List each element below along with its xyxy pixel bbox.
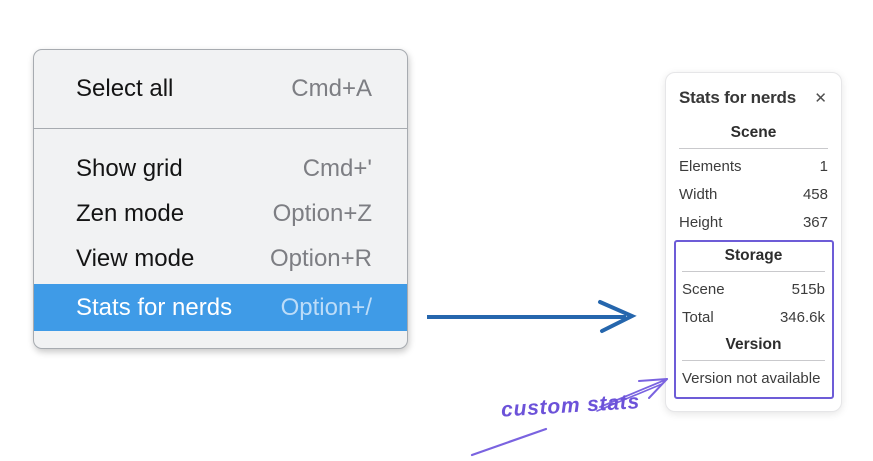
stats-panel-header: Stats for nerds ✕	[679, 86, 828, 110]
menu-item-shortcut: Option+Z	[272, 199, 372, 227]
menu-section-bottom: Show grid Cmd+' Zen mode Option+Z View m…	[34, 129, 407, 331]
version-note: Version not available	[682, 369, 821, 387]
stat-row-scene-size: Scene 515b	[682, 275, 825, 303]
stat-value: 515b	[791, 280, 825, 298]
menu-item-label: Zen mode	[76, 199, 185, 227]
menu-divider	[34, 128, 407, 129]
stat-row-width: Width 458	[679, 180, 828, 208]
menu-item-show-grid[interactable]: Show grid Cmd+'	[34, 146, 407, 191]
stat-label: Height	[679, 213, 723, 231]
stats-panel: Stats for nerds ✕ Scene Elements 1 Width…	[665, 72, 842, 412]
stat-label: Elements	[679, 157, 742, 175]
menu-item-zen-mode[interactable]: Zen mode Option+Z	[34, 191, 407, 236]
close-icon[interactable]: ✕	[814, 89, 827, 107]
menu-item-select-all[interactable]: Select all Cmd+A	[34, 67, 407, 112]
menu-item-label: Show grid	[76, 154, 183, 182]
stat-label: Width	[679, 185, 718, 203]
context-menu: Select all Cmd+A Show grid Cmd+' Zen mod…	[33, 49, 408, 349]
stat-label: Total	[682, 308, 714, 326]
menu-item-shortcut: Option+R	[269, 244, 372, 272]
stat-row-height: Height 367	[679, 208, 828, 236]
stats-panel-title: Stats for nerds	[679, 88, 796, 107]
stat-row-elements: Elements 1	[679, 152, 828, 180]
menu-item-label: Select all	[76, 75, 174, 102]
stat-value: 346.6k	[779, 308, 825, 326]
menu-section-top: Select all Cmd+A	[34, 50, 407, 128]
custom-stats-annotation-box: Storage Scene 515b Total 346.6k Version …	[674, 240, 834, 399]
stat-value: 1	[819, 157, 828, 175]
menu-item-shortcut: Option+/	[280, 293, 372, 321]
menu-item-label: View mode	[76, 244, 195, 272]
stat-value: 458	[802, 185, 828, 203]
section-divider	[679, 148, 828, 149]
version-section-heading: Version	[725, 336, 782, 353]
menu-item-shortcut: Cmd+A	[291, 75, 372, 102]
stat-label: Scene	[682, 280, 725, 298]
scene-section-heading: Scene	[730, 124, 777, 141]
section-divider	[682, 360, 825, 361]
menu-item-stats-for-nerds[interactable]: Stats for nerds Option+/	[34, 284, 407, 331]
annotation-arrow-icon	[470, 378, 668, 457]
section-divider	[682, 271, 825, 272]
stat-row-total-size: Total 346.6k	[682, 303, 825, 331]
storage-section-heading: Storage	[724, 247, 783, 264]
stat-value: 367	[802, 213, 828, 231]
menu-item-shortcut: Cmd+'	[302, 154, 372, 182]
menu-item-label: Stats for nerds	[76, 293, 233, 321]
menu-item-view-mode[interactable]: View mode Option+R	[34, 236, 407, 281]
menu-to-panel-arrow-icon	[427, 300, 637, 333]
